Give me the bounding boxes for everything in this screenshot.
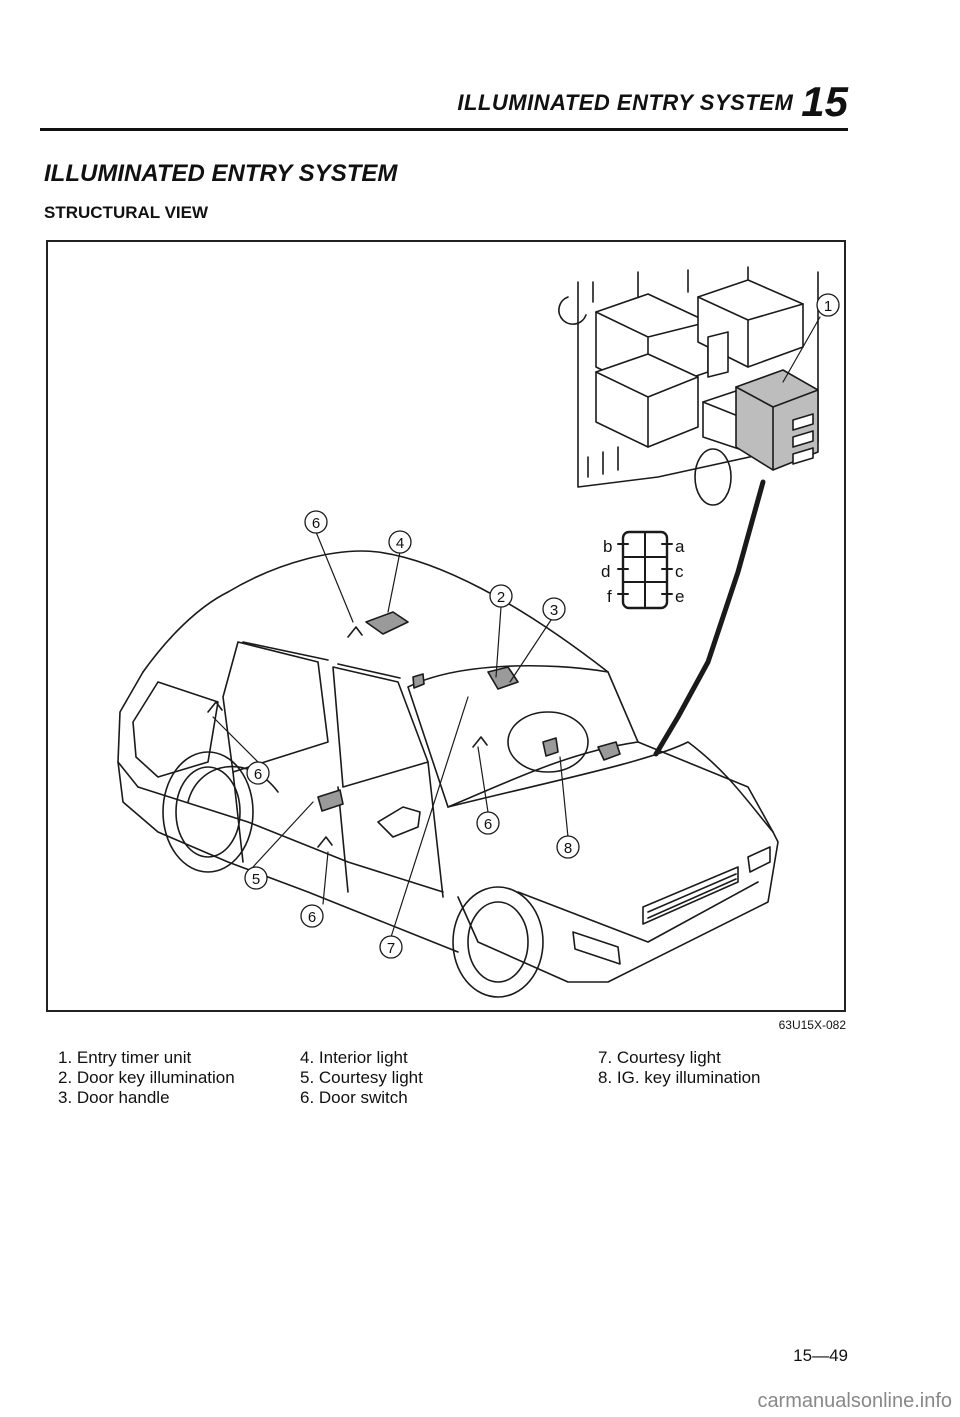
callout-1-label: 1 <box>824 298 832 315</box>
callout-8: 8 <box>556 835 580 859</box>
callout-1: 1 <box>816 293 840 317</box>
legend-item: 2. Door key illumination <box>58 1068 235 1087</box>
callout-3: 3 <box>542 597 566 621</box>
callout-2-label: 2 <box>497 589 505 606</box>
pin-c-label: c <box>675 562 684 581</box>
callout-7: 7 <box>379 935 403 959</box>
legend-column-2: 4. Interior light 5. Courtesy light 6. D… <box>300 1048 423 1108</box>
page-title: ILLUMINATED ENTRY SYSTEM <box>44 160 398 187</box>
car-drawing <box>117 550 779 998</box>
header-section-title: ILLUMINATED ENTRY SYSTEM <box>457 90 794 115</box>
callout-6a: 6 <box>304 510 328 534</box>
callout-6d-label: 6 <box>308 909 316 926</box>
running-header: ILLUMINATED ENTRY SYSTEM 15 <box>40 78 848 126</box>
pin-b-label: b <box>603 537 612 556</box>
callout-5-label: 5 <box>252 871 260 888</box>
legend-item: 7. Courtesy light <box>598 1048 721 1067</box>
page-number: 15—49 <box>793 1346 848 1365</box>
header-chapter-number: 15 <box>801 78 848 125</box>
callout-5: 5 <box>244 866 268 890</box>
callout-6a-label: 6 <box>312 515 320 532</box>
callouts: 1 2 3 4 5 6 6 <box>244 293 840 959</box>
callout-7-label: 7 <box>387 940 395 957</box>
legend-column-3: 7. Courtesy light 8. IG. key illuminatio… <box>598 1048 761 1088</box>
callout-6b: 6 <box>246 761 270 785</box>
pin-a-label: a <box>675 537 685 556</box>
legend-item: 8. IG. key illumination <box>598 1068 761 1087</box>
legend-item: 6. Door switch <box>300 1088 408 1107</box>
structural-view-figure: a b c d e f <box>46 240 846 1012</box>
figure-code: 63U15X-082 <box>778 1018 846 1032</box>
legend-item: 3. Door handle <box>58 1088 170 1107</box>
callout-6c: 6 <box>476 811 500 835</box>
connector-line <box>653 479 766 757</box>
pin-d-label: d <box>601 562 610 581</box>
callout-2: 2 <box>489 584 513 608</box>
connector-pinout: a b c d e f <box>601 530 685 610</box>
callout-3-label: 3 <box>550 602 558 619</box>
pin-f-label: f <box>607 587 612 606</box>
page-subtitle: STRUCTURAL VIEW <box>44 203 209 222</box>
watermark: carmanualsonline.info <box>757 1390 952 1412</box>
callout-4: 4 <box>388 530 412 554</box>
car-diagram: a b c d e f <box>117 266 840 998</box>
pin-e-label: e <box>675 587 684 606</box>
callout-6c-label: 6 <box>484 816 492 833</box>
callout-4-label: 4 <box>396 535 404 552</box>
legend-column-1: 1. Entry timer unit 2. Door key illumina… <box>58 1048 235 1108</box>
header-rule <box>40 128 848 131</box>
callout-6d: 6 <box>300 904 324 928</box>
legend-item: 1. Entry timer unit <box>58 1048 192 1067</box>
relay-box-drawing <box>558 266 819 506</box>
callout-8-label: 8 <box>564 840 572 857</box>
legend-item: 4. Interior light <box>300 1048 408 1067</box>
callout-6b-label: 6 <box>254 766 262 783</box>
legend-item: 5. Courtesy light <box>300 1068 423 1087</box>
callout-leaders <box>212 316 821 938</box>
